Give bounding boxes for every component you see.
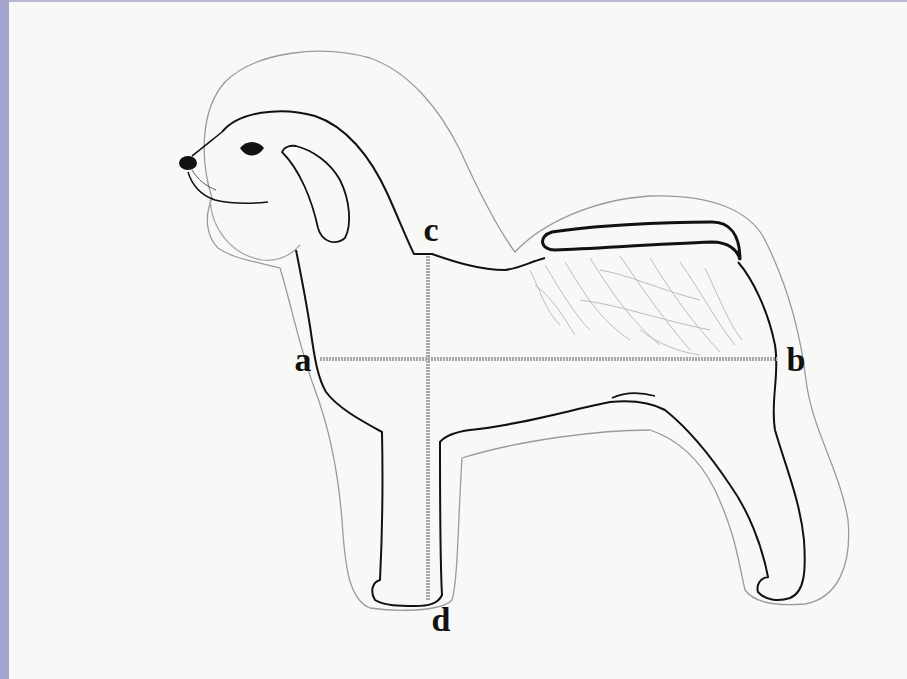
head-back-outline xyxy=(222,111,545,270)
lip-line xyxy=(192,170,216,190)
body-outline xyxy=(296,250,805,606)
top-edge xyxy=(9,0,907,2)
point-label: c xyxy=(423,213,438,247)
belly-detail xyxy=(612,393,655,398)
muzzle-top xyxy=(192,132,222,156)
eye xyxy=(240,142,264,156)
ear xyxy=(282,146,349,242)
tail xyxy=(543,222,740,260)
coat-outline xyxy=(204,51,848,610)
fur-scribble xyxy=(530,256,742,355)
nose xyxy=(179,156,197,170)
mouth-line xyxy=(188,172,268,203)
point-label: b xyxy=(787,343,806,377)
length-line xyxy=(320,357,777,361)
edge-band xyxy=(0,0,9,679)
height-line xyxy=(426,256,430,600)
point-label: a xyxy=(295,343,312,377)
point-label: d xyxy=(432,603,451,637)
beard-outline xyxy=(210,200,300,260)
